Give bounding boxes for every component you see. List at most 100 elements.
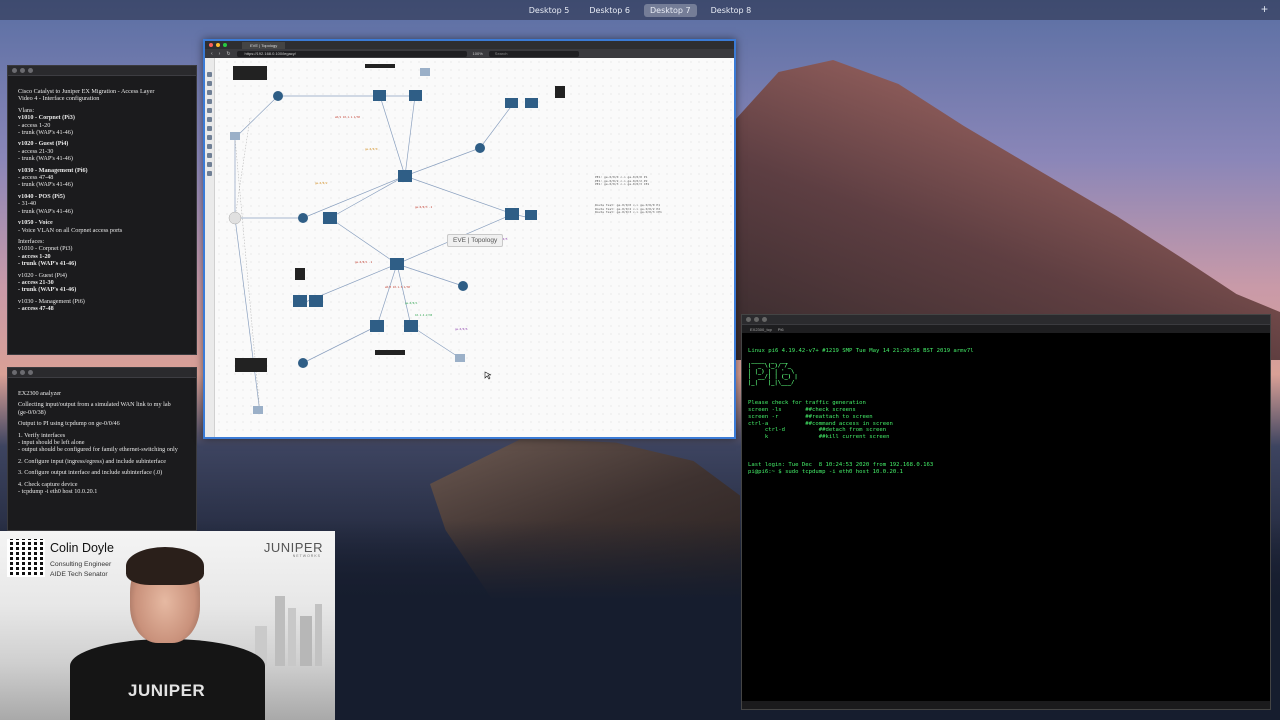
notes-titlebar[interactable] <box>8 66 196 76</box>
notes-title-line: Cisco Catalyst to Juniper EX Migration -… <box>18 88 155 95</box>
minimize-icon[interactable] <box>20 370 25 375</box>
add-desktop-icon[interactable]: + <box>1260 2 1268 16</box>
notes-line: Collecting input/output from a simulated… <box>18 401 171 409</box>
minimize-icon[interactable] <box>20 68 25 73</box>
zoom-icon[interactable] <box>762 317 767 322</box>
svg-text:ge-0/0/3 .2: ge-0/0/3 .2 <box>415 205 433 209</box>
terminal-ascii-art: ____ _ __ | _ \(_)/ /_ | |_) | | '_ \ | … <box>748 357 798 386</box>
svg-text:ge-0/0/6: ge-0/0/6 <box>455 327 468 331</box>
notes-line: - trunk (WAP's 41-46) <box>18 155 73 163</box>
terminal-help-line: k ##kill current screen <box>748 434 890 441</box>
close-lab-icon[interactable] <box>207 171 212 176</box>
presenter-body <box>70 639 265 720</box>
svg-text:e0/1 10.1.1.1/30: e0/1 10.1.1.1/30 <box>335 115 360 119</box>
add-node-icon[interactable] <box>207 72 212 77</box>
notes-line: Vlans: <box>18 106 35 114</box>
zoom-level[interactable]: 100% <box>472 51 483 56</box>
close-icon[interactable] <box>209 43 213 47</box>
terminal-header: Linux pi6 4.19.42-v7+ #1219 SMP Tue May … <box>748 348 974 354</box>
browser-titlebar[interactable]: EVE | Topology <box>205 41 734 49</box>
juniper-logo-sub: NETWORKS <box>292 554 321 558</box>
svg-text:e0/3 10.1.3.1/30: e0/3 10.1.3.1/30 <box>385 285 410 289</box>
desktop-space-5[interactable]: Desktop 5 <box>528 5 570 15</box>
zoom-out-icon[interactable] <box>207 135 212 140</box>
terminal-help-line: screen -r ##reattach to screen <box>748 413 873 420</box>
notes-line: EX2300 analyzer <box>18 390 62 397</box>
shirt-logo-text: JUNIPER <box>128 681 206 700</box>
desktop-space-8[interactable]: Desktop 8 <box>710 5 752 15</box>
terminal-tabs: EX2300_tcp Pi6 <box>742 325 1270 333</box>
svg-text:ge-0/0/1 .1: ge-0/0/1 .1 <box>355 260 373 264</box>
terminal-help-line: Please check for traffic generation <box>748 400 866 407</box>
notes-line: v1010 - Corpnet (Pi3) <box>18 114 75 122</box>
back-icon[interactable]: ‹ <box>211 50 213 57</box>
close-icon[interactable] <box>12 370 17 375</box>
pictures-icon[interactable] <box>207 108 212 113</box>
qr-code <box>7 539 45 577</box>
zoom-icon[interactable] <box>223 43 227 47</box>
terminal-tab[interactable]: Pi6 <box>777 326 784 332</box>
notes-line: v1020 - Guest (Pi4) <box>18 140 69 148</box>
terminal-output[interactable]: Linux pi6 4.19.42-v7+ #1219 SMP Tue May … <box>742 333 1270 476</box>
topology-notes-b: Route Test: ge-0/0/0 <-> ge-0/0/0 P1 Rou… <box>595 203 662 215</box>
notes-line: Output to PI using tcpdump on ge-0/0/46 <box>18 420 120 428</box>
reload-icon[interactable]: ↻ <box>226 50 231 57</box>
notes-line: - output should be configured for family… <box>18 446 178 454</box>
networks-icon[interactable] <box>207 90 212 95</box>
topology-diagram: e0/1 10.1.1.1/30 ge-0/0/3 .2 ge-0/0/1 .1 e… <box>228 64 565 414</box>
notes-window-vlans[interactable]: Cisco Catalyst to Juniper EX Migration -… <box>7 65 197 355</box>
browser-toolbar: ‹ › ↻ https://192.168.0.100/legacy/ 100%… <box>205 49 734 58</box>
nodes-icon[interactable] <box>207 81 212 86</box>
juniper-logo: JUNIPER <box>263 540 323 555</box>
svg-text:ge-0/0/1: ge-0/0/1 <box>405 301 418 305</box>
terminal-tab[interactable]: EX2300_tcp <box>750 326 772 332</box>
settings-icon[interactable] <box>207 162 212 167</box>
notes-line: - trunk (WAP's 41-46) <box>18 129 73 137</box>
topology-canvas[interactable]: e0/1 10.1.1.1/30 ge-0/0/3 .2 ge-0/0/1 .1 e… <box>215 58 734 437</box>
terminal-statusbar <box>742 701 1270 709</box>
notes-line: v1050 - Voice <box>18 219 53 227</box>
close-icon[interactable] <box>746 317 751 322</box>
notes-line: - tcpdump -i eth0 host 10.0.20.1 <box>18 488 98 496</box>
notes-line: 2. Configure input (ingress/egress) and … <box>18 457 166 465</box>
terminal-window[interactable]: EX2300_tcp Pi6 Linux pi6 4.19.42-v7+ #12… <box>741 314 1271 710</box>
notes-line: Interfaces: <box>18 237 45 245</box>
browser-tab[interactable]: EVE | Topology <box>242 41 286 49</box>
startup-config-icon[interactable] <box>207 99 212 104</box>
forward-icon[interactable]: › <box>218 50 221 57</box>
terminal-last-login: Last login: Tue Dec 8 10:24:53 2020 from… <box>748 462 934 469</box>
terminal-help-line: ctrl-d ##detach from screen <box>748 427 887 434</box>
lock-icon[interactable] <box>207 153 212 158</box>
zoom-icon[interactable] <box>28 68 33 73</box>
presenter-title: AIDE Tech Senator <box>50 571 108 578</box>
minimize-icon[interactable] <box>216 43 220 47</box>
notes-line: - trunk (WAP's 41-46) <box>18 286 77 294</box>
notes-line: - trunk (WAP's 41-46) <box>18 181 73 189</box>
text-icon[interactable] <box>207 117 212 122</box>
svg-text:10.1.4.2/30: 10.1.4.2/30 <box>415 313 433 317</box>
browser-window[interactable]: EVE | Topology ‹ › ↻ https://192.168.0.1… <box>203 39 736 439</box>
refresh-icon[interactable] <box>207 144 212 149</box>
notes-titlebar[interactable] <box>8 368 196 378</box>
terminal-command[interactable]: sudo tcpdump -i eth0 host 10.0.20.1 <box>785 468 903 475</box>
notes-line: - access 21-30 <box>18 278 54 286</box>
terminal-titlebar[interactable] <box>742 315 1270 325</box>
eve-sidebar <box>205 58 215 437</box>
desktop-space-7[interactable]: Desktop 7 <box>644 3 697 17</box>
notes-line: 4. Check capture device <box>18 480 78 488</box>
close-icon[interactable] <box>12 68 17 73</box>
notes-line: - access 1-20 <box>18 121 51 129</box>
address-bar[interactable]: https://192.168.0.100/legacy/ <box>236 50 467 57</box>
zoom-in-icon[interactable] <box>207 126 212 131</box>
notes-line: - access 47-48 <box>18 174 54 182</box>
notes-line: 1. Verify interfaces <box>18 431 66 439</box>
notes-line: - trunk (WAP's 41-46) <box>18 207 73 215</box>
spaces-bar: Desktop 5 Desktop 6 Desktop 7 Desktop 8 <box>0 0 1280 20</box>
notes-line: v1040 - POS (Pi5) <box>18 192 65 200</box>
terminal-prompt: pi@pi6:~ $ <box>748 468 782 475</box>
zoom-icon[interactable] <box>28 370 33 375</box>
search-input[interactable]: Search <box>488 50 579 57</box>
desktop-space-6[interactable]: Desktop 6 <box>589 5 630 15</box>
minimize-icon[interactable] <box>754 317 759 322</box>
